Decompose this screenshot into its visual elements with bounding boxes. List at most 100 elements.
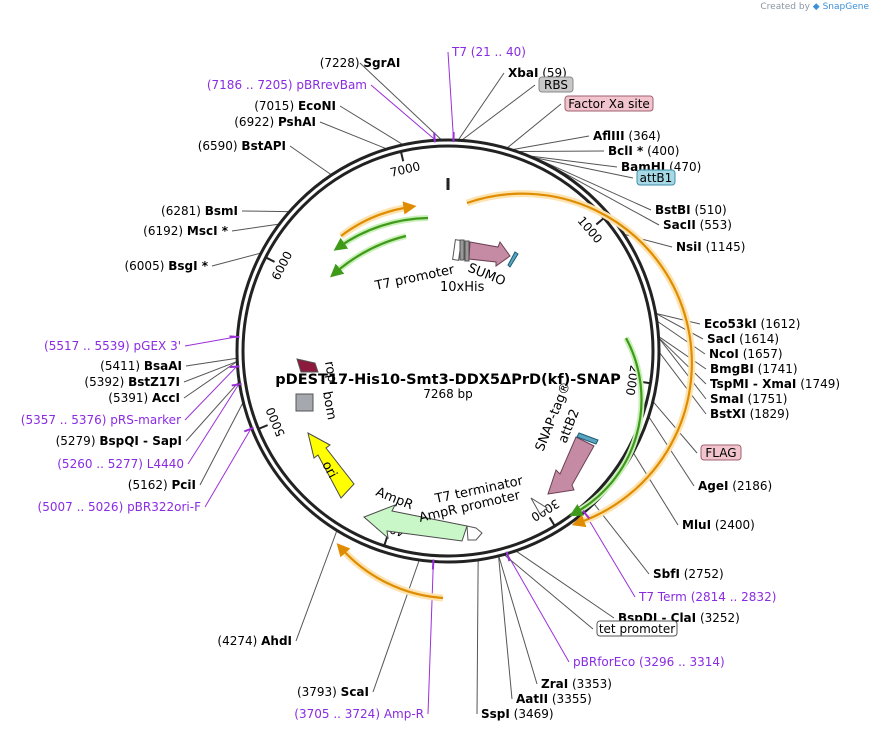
leader-bsaai <box>185 357 237 367</box>
site-bsgi[interactable]: (6005) BsgI * <box>124 259 208 273</box>
site-sspi[interactable]: SspI (3469) <box>481 707 554 721</box>
orf-arrow-green1[interactable] <box>333 216 429 251</box>
site-sgrai[interactable]: (7228) SgrAI <box>320 56 401 70</box>
primer-prsmarker[interactable]: (5357 .. 5376) pRS-marker <box>21 413 181 427</box>
site-nsii[interactable]: NsiI (1145) <box>676 240 745 254</box>
site-name-ncoi: NcoI <box>709 347 739 361</box>
site-bstxi[interactable]: BstXI (1829) <box>710 407 789 421</box>
site-sacii[interactable]: SacII (553) <box>663 218 732 232</box>
site-bstz17i[interactable]: (5392) BstZ17I <box>84 375 180 389</box>
primer-l4440[interactable]: (5260 .. 5277) L4440 <box>57 457 184 471</box>
site-econi[interactable]: (7015) EcoNI <box>254 99 336 113</box>
site-ahdi[interactable]: (4274) AhdI <box>217 634 292 648</box>
site-ncoi[interactable]: NcoI (1657) <box>709 347 783 361</box>
site-bspqi[interactable]: (5279) BspQI - SapI <box>56 434 182 448</box>
site-acci[interactable]: (5391) AccI <box>108 391 180 405</box>
primer-range-pbrrevbam: (7186 .. 7205) <box>207 78 297 92</box>
tick-3000 <box>548 516 556 527</box>
ori-label: ori <box>318 459 339 481</box>
leader-primer-pbrrevbam <box>370 84 435 140</box>
site-name-aatii: AatII <box>516 692 548 706</box>
orf-arrow-main[interactable] <box>466 192 693 528</box>
site-pos-pshai: (6922) <box>234 115 278 129</box>
ori-feature[interactable] <box>307 432 355 499</box>
primer-pgex3[interactable]: (5517 .. 5539) pGEX 3' <box>44 339 181 353</box>
site-mlui[interactable]: MluI (2400) <box>682 518 755 532</box>
site-pos-after-bcli: (400) <box>643 144 679 158</box>
box-attb1[interactable] <box>636 169 676 186</box>
site-pos-after-aatii: (3355) <box>548 692 592 706</box>
site-smai[interactable]: SmaI (1751) <box>710 392 787 406</box>
primer-pbrforeco[interactable]: pBRforEco (3296 .. 3314) <box>573 655 725 669</box>
primer-mark-pbr322ori <box>243 426 254 433</box>
primer-mark-t7term <box>582 510 591 519</box>
attb1-feature[interactable] <box>507 251 519 268</box>
site-name-bsmi: BsmI <box>205 204 238 218</box>
leader-box-attb1 <box>535 157 634 179</box>
site-name-tspmi: TspMI - XmaI <box>710 377 796 391</box>
primer-ampr[interactable]: (3705 .. 3724) Amp-R <box>294 707 424 721</box>
primer-pbrrevbam[interactable]: (7186 .. 7205) pBRrevBam <box>207 78 367 92</box>
ampr-promoter-feature[interactable] <box>466 525 483 541</box>
leader-box-rbs <box>462 84 536 140</box>
site-pos-msci: (6192) <box>143 224 187 238</box>
sumo-feature[interactable] <box>468 240 511 267</box>
leader-bcli <box>519 150 605 153</box>
box-rbs[interactable] <box>538 76 574 93</box>
leader-bspdi <box>516 551 615 619</box>
site-scai[interactable]: (3793) ScaI <box>297 685 369 699</box>
site-bsaai[interactable]: (5411) BsaAI <box>100 359 182 373</box>
site-msci[interactable]: (6192) MscI * <box>143 224 229 238</box>
site-name-bspqi: BspQI - SapI <box>99 434 182 448</box>
box-factorxa[interactable] <box>564 95 654 112</box>
site-bstapi[interactable]: (6590) BstAPI <box>198 139 286 153</box>
primer-name-t7term: T7 Term <box>638 590 691 604</box>
site-saci[interactable]: SacI (1614) <box>707 332 779 346</box>
box-tetpromoter[interactable] <box>596 620 678 637</box>
primer-pbr322ori[interactable]: (5007 .. 5026) pBR322ori-F <box>38 500 202 514</box>
leader-primer-pbrforeco <box>507 554 570 663</box>
site-aatii[interactable]: AatII (3355) <box>516 692 592 706</box>
primer-mark-pbrforeco <box>505 551 511 562</box>
primer-t7[interactable]: T7 (21 .. 40) <box>451 45 526 59</box>
bom-feature[interactable] <box>295 393 314 412</box>
site-bsmi[interactable]: (6281) BsmI <box>161 204 238 218</box>
orf-arrow-ampr[interactable] <box>336 543 444 600</box>
primer-name-pbrforeco: pBRforEco <box>573 655 639 669</box>
site-pos-after-zrai: (3353) <box>568 677 612 691</box>
site-eco53ki[interactable]: Eco53kI (1612) <box>704 317 800 331</box>
primer-name-l4440: L4440 <box>147 457 184 471</box>
primer-range-pbr322ori: (5007 .. 5026) <box>38 500 128 514</box>
site-tspmi[interactable]: TspMI - XmaI (1749) <box>710 377 840 391</box>
site-bcli[interactable]: BclI * (400) <box>608 144 679 158</box>
site-pshai[interactable]: (6922) PshAI <box>234 115 316 129</box>
rop-feature[interactable] <box>296 358 319 373</box>
attb2-feature[interactable] <box>576 432 599 445</box>
snap-tag-feature[interactable] <box>547 436 595 495</box>
t7-terminator-feature[interactable] <box>530 497 548 515</box>
primer-mark-ampr <box>431 559 435 570</box>
site-afliii[interactable]: AflIII (364) <box>593 129 661 143</box>
ampr-feature[interactable] <box>363 504 468 542</box>
site-bmgbi[interactable]: BmgBI (1741) <box>710 362 798 376</box>
leader-sspi <box>476 560 479 715</box>
site-name-bstapi: BstAPI <box>241 139 286 153</box>
site-bstbi[interactable]: BstBI (510) <box>655 203 727 217</box>
site-agei[interactable]: AgeI (2186) <box>698 479 772 493</box>
leader-xbai <box>458 72 505 140</box>
primer-t7term[interactable]: T7 Term (2814 .. 2832) <box>638 590 776 604</box>
orf-arrow-snap[interactable] <box>569 337 643 517</box>
primer-range-l4440: (5260 .. 5277) <box>57 457 147 471</box>
site-sbfi[interactable]: SbfI (2752) <box>653 567 724 581</box>
leader-bstz17i <box>183 361 237 383</box>
site-name-sacii: SacII <box>663 218 696 232</box>
box-flag[interactable] <box>700 444 742 461</box>
leader-bstapi <box>289 145 332 175</box>
site-zrai[interactable]: ZraI (3353) <box>541 677 612 691</box>
site-name-agei: AgeI <box>698 479 728 493</box>
site-pcii[interactable]: (5162) PciI <box>128 478 196 492</box>
orf-arrow-green2[interactable] <box>330 234 407 278</box>
orf-arrow-rop[interactable] <box>340 201 417 237</box>
t7-promoter-feature[interactable] <box>452 239 470 262</box>
